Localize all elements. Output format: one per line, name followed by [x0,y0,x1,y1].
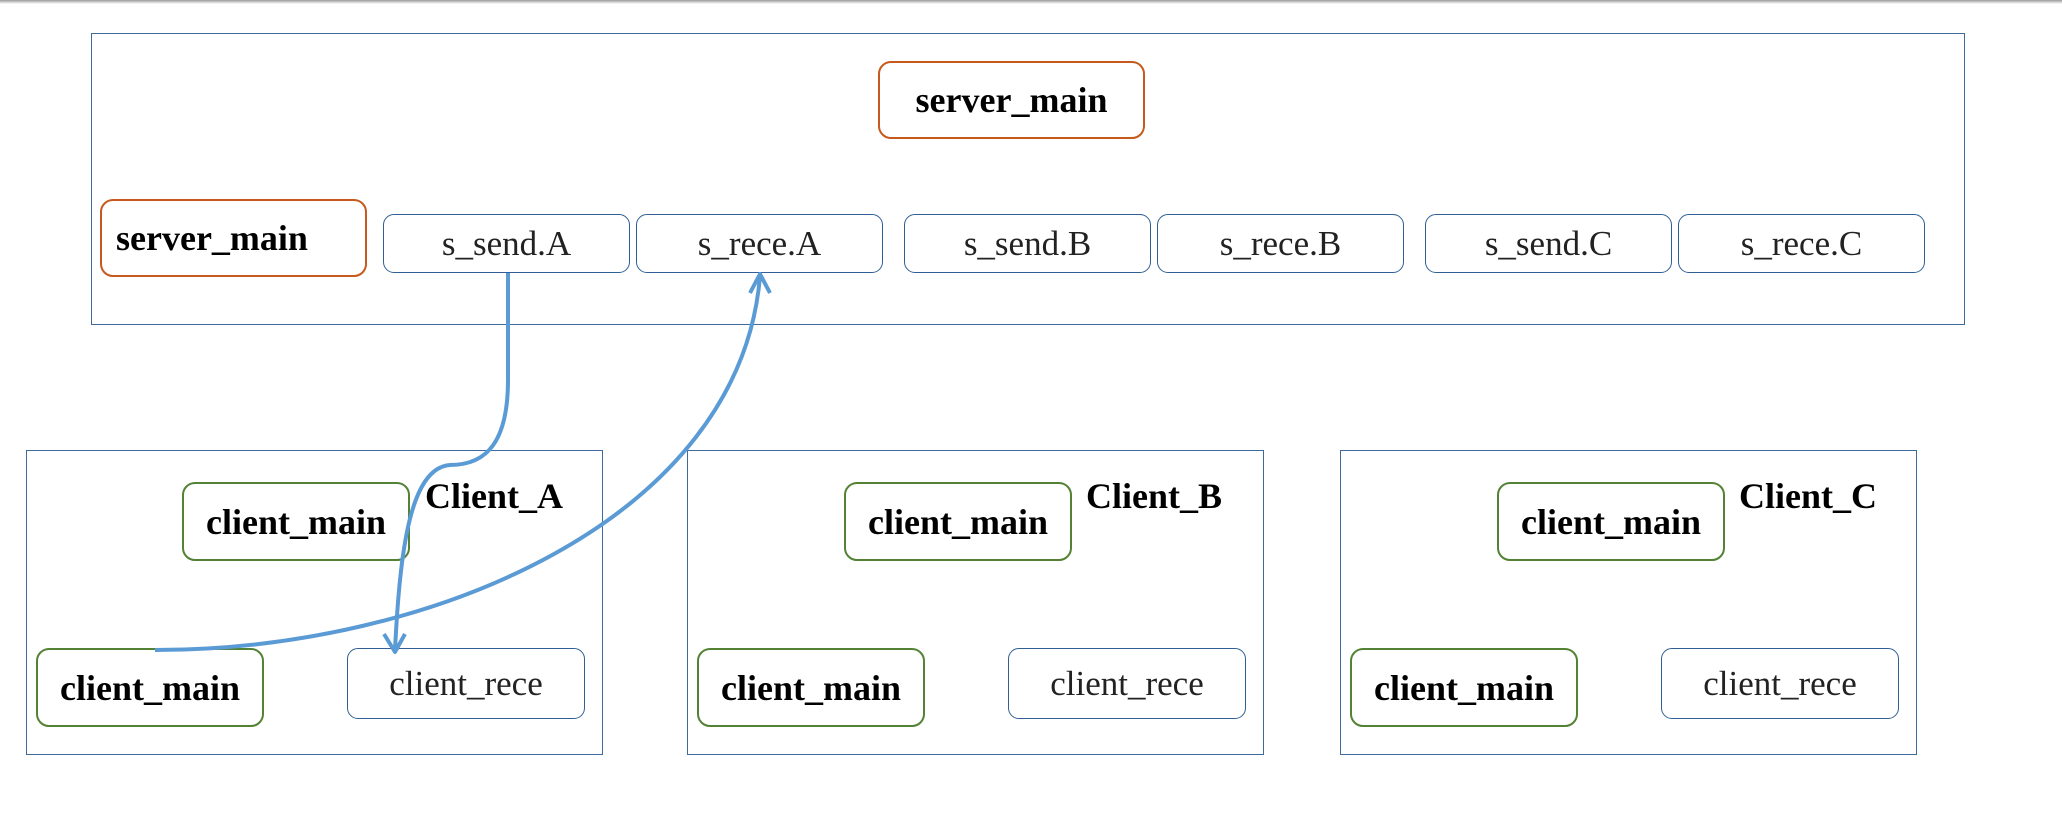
thread-s-rece-a: s_rece.A [636,214,883,273]
client-a-main-top: client_main [182,482,410,561]
server-title-label: server_main [915,80,1108,120]
server-title-node: server_main [878,61,1145,139]
client-c-title: Client_C [1739,476,1877,516]
client-b-rece: client_rece [1008,648,1246,719]
client-c-main-top: client_main [1497,482,1725,561]
top-shadow-bar [0,0,2062,4]
client-main-label: client_main [1521,501,1701,542]
client-a-rece: client_rece [347,648,585,719]
client-c-rece: client_rece [1661,648,1899,719]
thread-s-rece-c: s_rece.C [1678,214,1925,273]
server-frame [91,33,1965,325]
thread-s-rece-b: s_rece.B [1157,214,1404,273]
client-rece-label: client_rece [389,663,543,703]
thread-s-send-c: s_send.C [1425,214,1672,273]
client-main-label: client_main [1374,667,1554,708]
thread-label: s_send.B [963,223,1092,263]
client-main-label: client_main [868,501,1048,542]
client-rece-label: client_rece [1050,663,1204,703]
server-main-node: server_main [100,199,367,277]
client-main-label: client_main [206,501,386,542]
thread-label: s_rece.B [1219,223,1342,263]
thread-label: s_rece.C [1740,223,1863,263]
client-main-label: client_main [60,667,240,708]
thread-label: s_send.C [1484,223,1613,263]
client-rece-label: client_rece [1703,663,1857,703]
client-a-main-bottom: client_main [36,648,264,727]
client-b-main-bottom: client_main [697,648,925,727]
server-main-label: server_main [116,218,308,258]
thread-label: s_send.A [441,223,572,263]
client-b-title: Client_B [1086,476,1223,516]
client-c-main-bottom: client_main [1350,648,1578,727]
thread-label: s_rece.A [697,223,822,263]
thread-s-send-a: s_send.A [383,214,630,273]
client-main-label: client_main [721,667,901,708]
client-a-title: Client_A [425,476,563,516]
thread-s-send-b: s_send.B [904,214,1151,273]
client-c-frame [1340,450,1917,755]
client-b-main-top: client_main [844,482,1072,561]
